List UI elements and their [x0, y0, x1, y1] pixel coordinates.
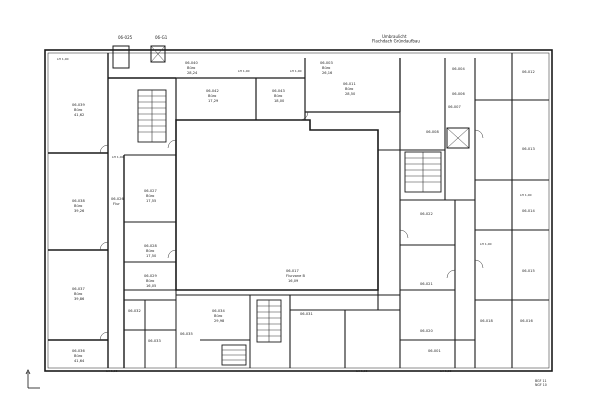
room-labels: 06-039 Büro 41,62 06-038 Büro 39,26 06-0…: [72, 61, 535, 363]
door-swings: [99, 111, 484, 341]
room-area: 16,09: [288, 279, 299, 283]
room-id: 06-015: [522, 269, 535, 273]
room-id: 06-006: [452, 92, 465, 96]
svg-text:LH 1,00: LH 1,00: [238, 69, 250, 73]
room-id: 06-031: [300, 312, 313, 316]
room-id: 06-034: [212, 309, 225, 313]
room-id: 06-029: [144, 274, 157, 278]
shaft-label-06-g1: 06-G1: [155, 35, 168, 40]
room-id: 06-035: [180, 332, 193, 336]
svg-text:LH 1,00: LH 1,00: [106, 369, 118, 373]
room-id: 06-012: [522, 70, 535, 74]
svg-text:LH 1,00: LH 1,00: [356, 369, 368, 373]
room-id: 06-011: [343, 82, 356, 86]
room-id: 06-043: [272, 89, 285, 93]
room-id: 06-036: [72, 349, 85, 353]
east-office-walls: [475, 53, 549, 368]
room-name: Büro: [74, 354, 82, 358]
room-id: 06-014: [522, 209, 535, 213]
elevator-east: [446, 127, 470, 149]
level-tags: LH 1,00 LH 1,00 LH 1,00 LH 1,00 LH 1,00 …: [57, 57, 532, 373]
room-id: 06-007: [448, 105, 461, 109]
shaft-label-06-025: 06-025: [118, 35, 133, 40]
svg-text:LH 1,00: LH 1,00: [57, 57, 69, 61]
room-area: 29,98: [214, 319, 225, 323]
stair-south-center: [256, 299, 282, 343]
room-area: 39,86: [74, 297, 85, 301]
south-west-rooms: [124, 290, 251, 368]
room-id: 06-040: [185, 61, 198, 65]
room-id: 06-021: [420, 282, 433, 286]
top-shafts: 06-025 06-G1: [112, 35, 168, 69]
room-id: 06-017: [286, 269, 299, 273]
stair-south-west: [221, 344, 247, 366]
stamp-line-2: NGF 10: [535, 383, 547, 387]
room-name: Flur: [113, 202, 120, 206]
svg-text:LH 1,00: LH 1,00: [440, 369, 452, 373]
east-core-walls: [377, 58, 476, 368]
room-name: Büro: [214, 314, 222, 318]
room-id: 06-026: [111, 197, 124, 201]
room-name: Büro: [274, 94, 282, 98]
room-name: Büro: [74, 204, 82, 208]
room-name: Büro: [146, 249, 154, 253]
west-office-walls: [48, 53, 176, 368]
header-line-1: Umbraulicht: [382, 34, 407, 39]
room-area: 41,62: [74, 113, 84, 117]
room-area: 17,55: [146, 199, 156, 203]
room-name: Büro: [74, 108, 82, 112]
room-name: Büro: [74, 292, 82, 296]
room-id: 06-039: [72, 103, 85, 107]
plan-stamp: BGF 11 NGF 10: [535, 379, 547, 387]
room-name: Büro: [345, 87, 353, 91]
room-name: Büro: [146, 279, 154, 283]
svg-text:LH 1,00: LH 1,00: [112, 155, 124, 159]
svg-text:LH 1,00: LH 1,00: [290, 69, 302, 73]
room-id: 06-042: [206, 89, 219, 93]
room-id: 06-022: [420, 212, 433, 216]
room-id: 06-033: [148, 339, 161, 343]
stair-east: [404, 151, 442, 193]
room-id: 06-016: [520, 319, 533, 323]
west-mid-walls: [124, 154, 176, 291]
room-area: 26,16: [322, 71, 333, 75]
room-area: 28,24: [187, 71, 198, 75]
room-area: 41,64: [74, 359, 85, 363]
room-id: 06-004: [452, 67, 465, 71]
header-line-2: Flachdach Gründaufbau: [372, 39, 420, 44]
room-area: 17,29: [208, 99, 219, 103]
room-id: 06-018: [480, 319, 493, 323]
room-id: 06-038: [72, 199, 85, 203]
room-id: 06-001: [428, 349, 441, 353]
room-area: 39,26: [74, 209, 85, 213]
room-area: 28,50: [345, 92, 356, 96]
room-id: 06-013: [522, 147, 535, 151]
axis-indicator-icon: [25, 369, 40, 389]
room-id: 06-020: [420, 329, 433, 333]
central-courtyard: [175, 119, 379, 291]
room-area: 17,50: [146, 254, 157, 258]
room-name: Büro: [322, 66, 330, 70]
room-id: 06-027: [144, 189, 157, 193]
room-name: Büro: [146, 194, 154, 198]
svg-text:LH 1,00: LH 1,00: [520, 193, 532, 197]
stamp-line-1: BGF 11: [535, 379, 547, 383]
room-id: 06-003: [320, 61, 333, 65]
south-office-walls: [176, 294, 400, 368]
room-id: 06-028: [144, 244, 157, 248]
room-name: Büro: [187, 66, 195, 70]
room-id: 06-008: [426, 130, 439, 134]
room-area: 18,00: [274, 99, 285, 103]
outer-walls: [44, 49, 553, 372]
room-name: Flurzone B: [286, 274, 306, 278]
room-area: 16,05: [146, 284, 156, 288]
svg-text:LH 1,00: LH 1,00: [480, 242, 492, 246]
room-id: 06-037: [72, 287, 85, 291]
room-name: Büro: [208, 94, 216, 98]
room-id: 06-032: [128, 309, 141, 313]
stair-north-west: [137, 89, 167, 143]
